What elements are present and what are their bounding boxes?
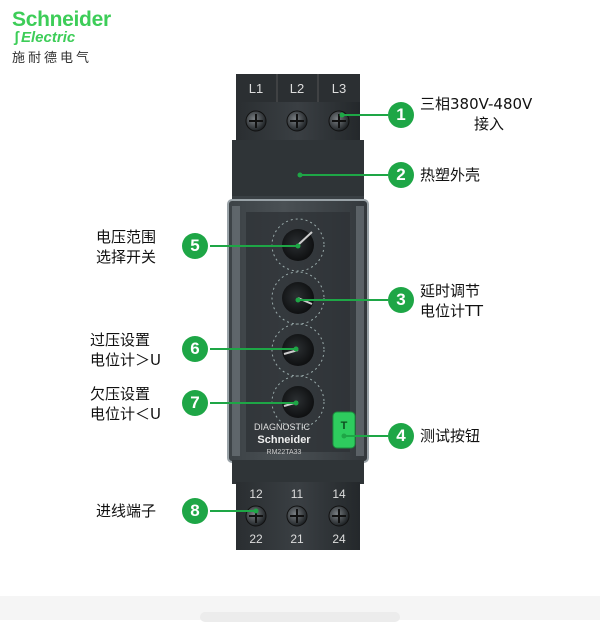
- callout-text-4: 测试按钮: [420, 426, 480, 446]
- callout-6-line-2: 电位计＞U: [90, 351, 161, 369]
- callout-6-line-1: 过压设置: [90, 331, 151, 349]
- callout-badge-7: 7: [182, 390, 208, 416]
- callout-badge-3: 3: [388, 287, 414, 313]
- terminal-label-21: 21: [290, 532, 304, 546]
- housing-shoulder: [232, 140, 364, 202]
- terminal-label-l1: L1: [249, 81, 263, 96]
- callout-7-line-1: 欠压设置: [90, 385, 151, 403]
- bottom-screw-2: [286, 505, 308, 527]
- callout-text-2: 热塑外壳: [420, 165, 480, 185]
- leader-dots: [253, 112, 347, 514]
- device-model: RM22TA33: [267, 449, 302, 456]
- callout-text-6: 过压设置 电位计＞U: [90, 330, 161, 370]
- front-cover: DIAGNOSTIC Schneider RM22TA33 T: [227, 199, 369, 463]
- brand-sub-text: Electric: [21, 29, 76, 46]
- callout-text-3: 延时调节 电位计TT: [420, 281, 483, 321]
- callout-1-line-2: 接入: [474, 115, 505, 133]
- device-brand: Schneider: [257, 434, 311, 446]
- callout-badge-1: 1: [388, 102, 414, 128]
- brand-cn: 施耐德电气: [12, 51, 93, 66]
- callout-3-line-1: 延时调节: [420, 282, 481, 300]
- terminal-label-24: 24: [332, 532, 346, 546]
- callout-5-line-2: 选择开关: [96, 248, 157, 266]
- test-button-label: T: [341, 420, 348, 432]
- terminal-label-22: 22: [249, 532, 263, 546]
- callout-text-5: 电压范围 选择开关: [96, 227, 156, 267]
- callout-text-1: 三相380V-480V 接入: [420, 94, 532, 134]
- bottom-screw-3: [328, 505, 350, 527]
- leader-lines: [210, 114, 388, 512]
- device-diag-label: DIAGNOSTIC: [254, 422, 311, 432]
- callout-badge-4: 4: [388, 423, 414, 449]
- terminal-label-l2: L2: [290, 81, 304, 96]
- top-screw-l2: [286, 110, 308, 132]
- bottom-pill: [200, 612, 400, 622]
- top-terminal-block: L1 L2 L3: [236, 74, 360, 144]
- terminal-label-14: 14: [332, 487, 346, 501]
- brand-name: Schneider: [12, 8, 111, 31]
- callout-badge-8: 8: [182, 498, 208, 524]
- callout-text-8: 进线端子: [96, 501, 156, 521]
- test-button: T: [332, 411, 356, 449]
- terminal-label-11: 11: [291, 487, 304, 501]
- callout-badge-6: 6: [182, 336, 208, 362]
- top-screw-l1: [245, 110, 267, 132]
- bottom-terminal-block: 12 11 14 22 21 24: [232, 460, 364, 550]
- callout-3-line-2: 电位计TT: [420, 302, 484, 320]
- callout-8-line-1: 进线端子: [96, 502, 157, 520]
- callout-7-line-2: 电位计＜U: [90, 405, 161, 423]
- callout-5-line-1: 电压范围: [96, 228, 157, 246]
- callout-2-line-1: 热塑外壳: [420, 166, 481, 184]
- terminal-label-l3: L3: [332, 81, 346, 96]
- brand-symbol-icon: ʃ: [14, 29, 19, 46]
- callout-4-line-1: 测试按钮: [420, 427, 481, 445]
- callout-badge-2: 2: [388, 162, 414, 188]
- callout-text-7: 欠压设置 电位计＜U: [90, 384, 161, 424]
- callout-1-line-1: 三相380V-480V: [420, 95, 533, 113]
- terminal-label-12: 12: [249, 487, 263, 501]
- callout-badge-5: 5: [182, 233, 208, 259]
- top-label-band: [236, 74, 360, 102]
